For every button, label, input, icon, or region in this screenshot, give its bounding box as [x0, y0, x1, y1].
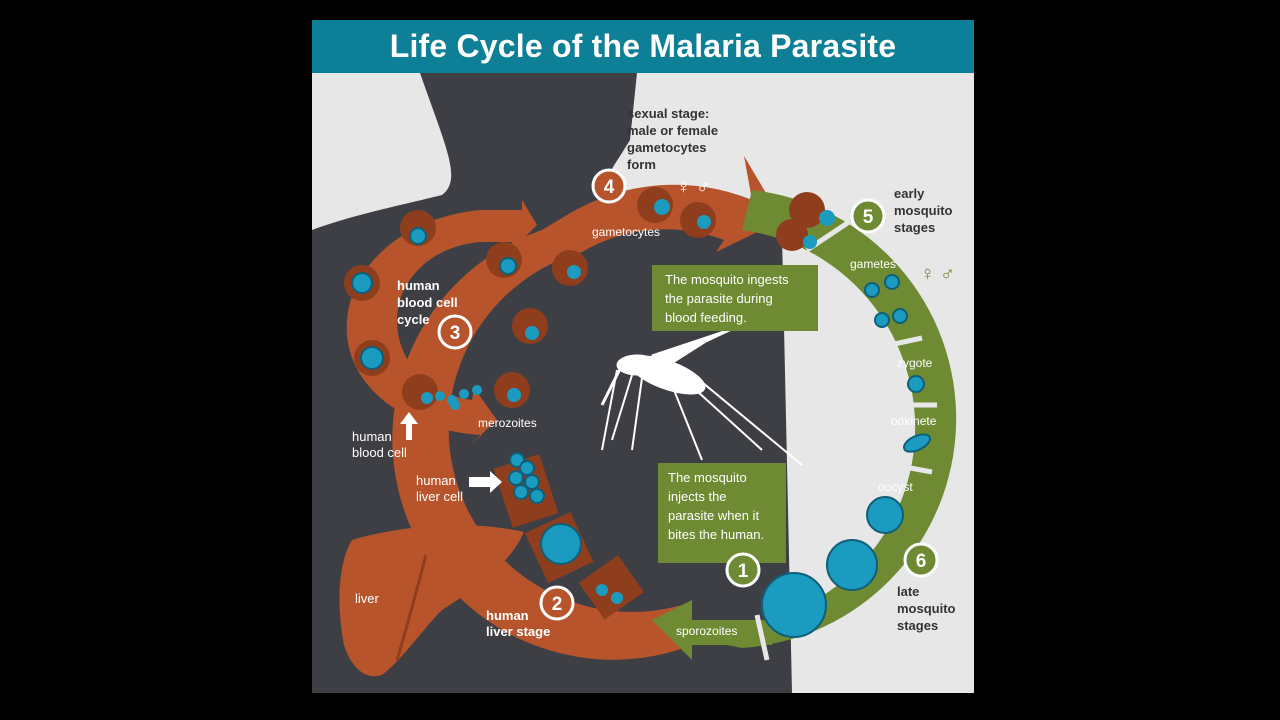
stage-badge-2: 2	[539, 585, 575, 621]
cell	[400, 210, 436, 246]
cell	[776, 219, 817, 251]
stage-badge-4: 4	[591, 168, 627, 204]
liver-cells	[493, 452, 644, 620]
sporozoite-entry	[611, 592, 623, 604]
svg-text:3: 3	[450, 323, 461, 344]
life-cycle-diagram: 1 2 3 4 5 6 sexual stage:male or femaleg…	[312, 73, 957, 693]
stage-badge-5: 5	[850, 198, 886, 234]
label-sporozoites: sporozoites	[676, 624, 737, 638]
cell	[512, 308, 548, 344]
label-gametes: gametes	[850, 257, 896, 271]
stage-badge-3: 3	[437, 314, 473, 350]
cell	[344, 265, 380, 301]
stage-badge-6: 6	[903, 542, 939, 578]
title: Life Cycle of the Malaria Parasite	[389, 28, 897, 64]
cell	[637, 187, 673, 223]
label-gametocytes: gametocytes	[592, 225, 660, 239]
male-symbol-1: ♂	[696, 176, 711, 198]
human-cycle-arc	[392, 156, 782, 660]
label-liver: liver	[355, 591, 380, 606]
svg-text:5: 5	[863, 207, 874, 228]
cell	[494, 372, 530, 408]
mosquito-silhouette	[600, 324, 803, 466]
sex-symbols: ♀ ♂ ♀ ♂	[676, 176, 955, 285]
merozoite-cluster	[508, 452, 545, 504]
female-symbol-2: ♀	[920, 263, 935, 285]
injects-box	[658, 463, 786, 563]
stage-badge-1: 1	[725, 552, 761, 588]
mosquito-cycle-arc	[690, 190, 957, 648]
svg-text:6: 6	[916, 551, 927, 572]
small-labels: gametocytes merozoites sporozoites gamet…	[355, 225, 937, 638]
cell	[486, 242, 522, 278]
injection-arrow	[652, 600, 772, 660]
cell	[402, 374, 482, 410]
blood-cycle-loop	[346, 200, 537, 445]
label-zygote: zygote	[897, 356, 933, 370]
label-oocyst: oocyst	[878, 480, 913, 494]
stage-badges: 1 2 3 4 5 6	[437, 168, 939, 621]
svg-text:4: 4	[604, 177, 615, 198]
schizont	[540, 523, 582, 565]
cell	[354, 340, 390, 376]
sporozoite-entry	[596, 584, 608, 596]
label-ookinete: ookinete	[891, 414, 937, 428]
liver-cell-arrow	[469, 471, 502, 493]
liver-cell	[578, 555, 644, 620]
cell	[789, 192, 835, 228]
blood-cell-arrow	[400, 412, 418, 440]
infographic: Life Cycle of the Malaria Parasite	[312, 20, 974, 693]
cell	[680, 202, 716, 238]
svg-text:1: 1	[738, 561, 749, 582]
title-bar: Life Cycle of the Malaria Parasite	[312, 20, 974, 73]
ingests-box	[652, 265, 818, 331]
male-symbol-2: ♂	[940, 263, 955, 285]
mosquito-organisms	[761, 274, 932, 638]
svg-text:2: 2	[552, 594, 563, 615]
blood-cells	[344, 187, 835, 410]
cell	[552, 250, 588, 286]
female-symbol-1: ♀	[676, 176, 691, 198]
label-merozoites: merozoites	[478, 416, 537, 430]
